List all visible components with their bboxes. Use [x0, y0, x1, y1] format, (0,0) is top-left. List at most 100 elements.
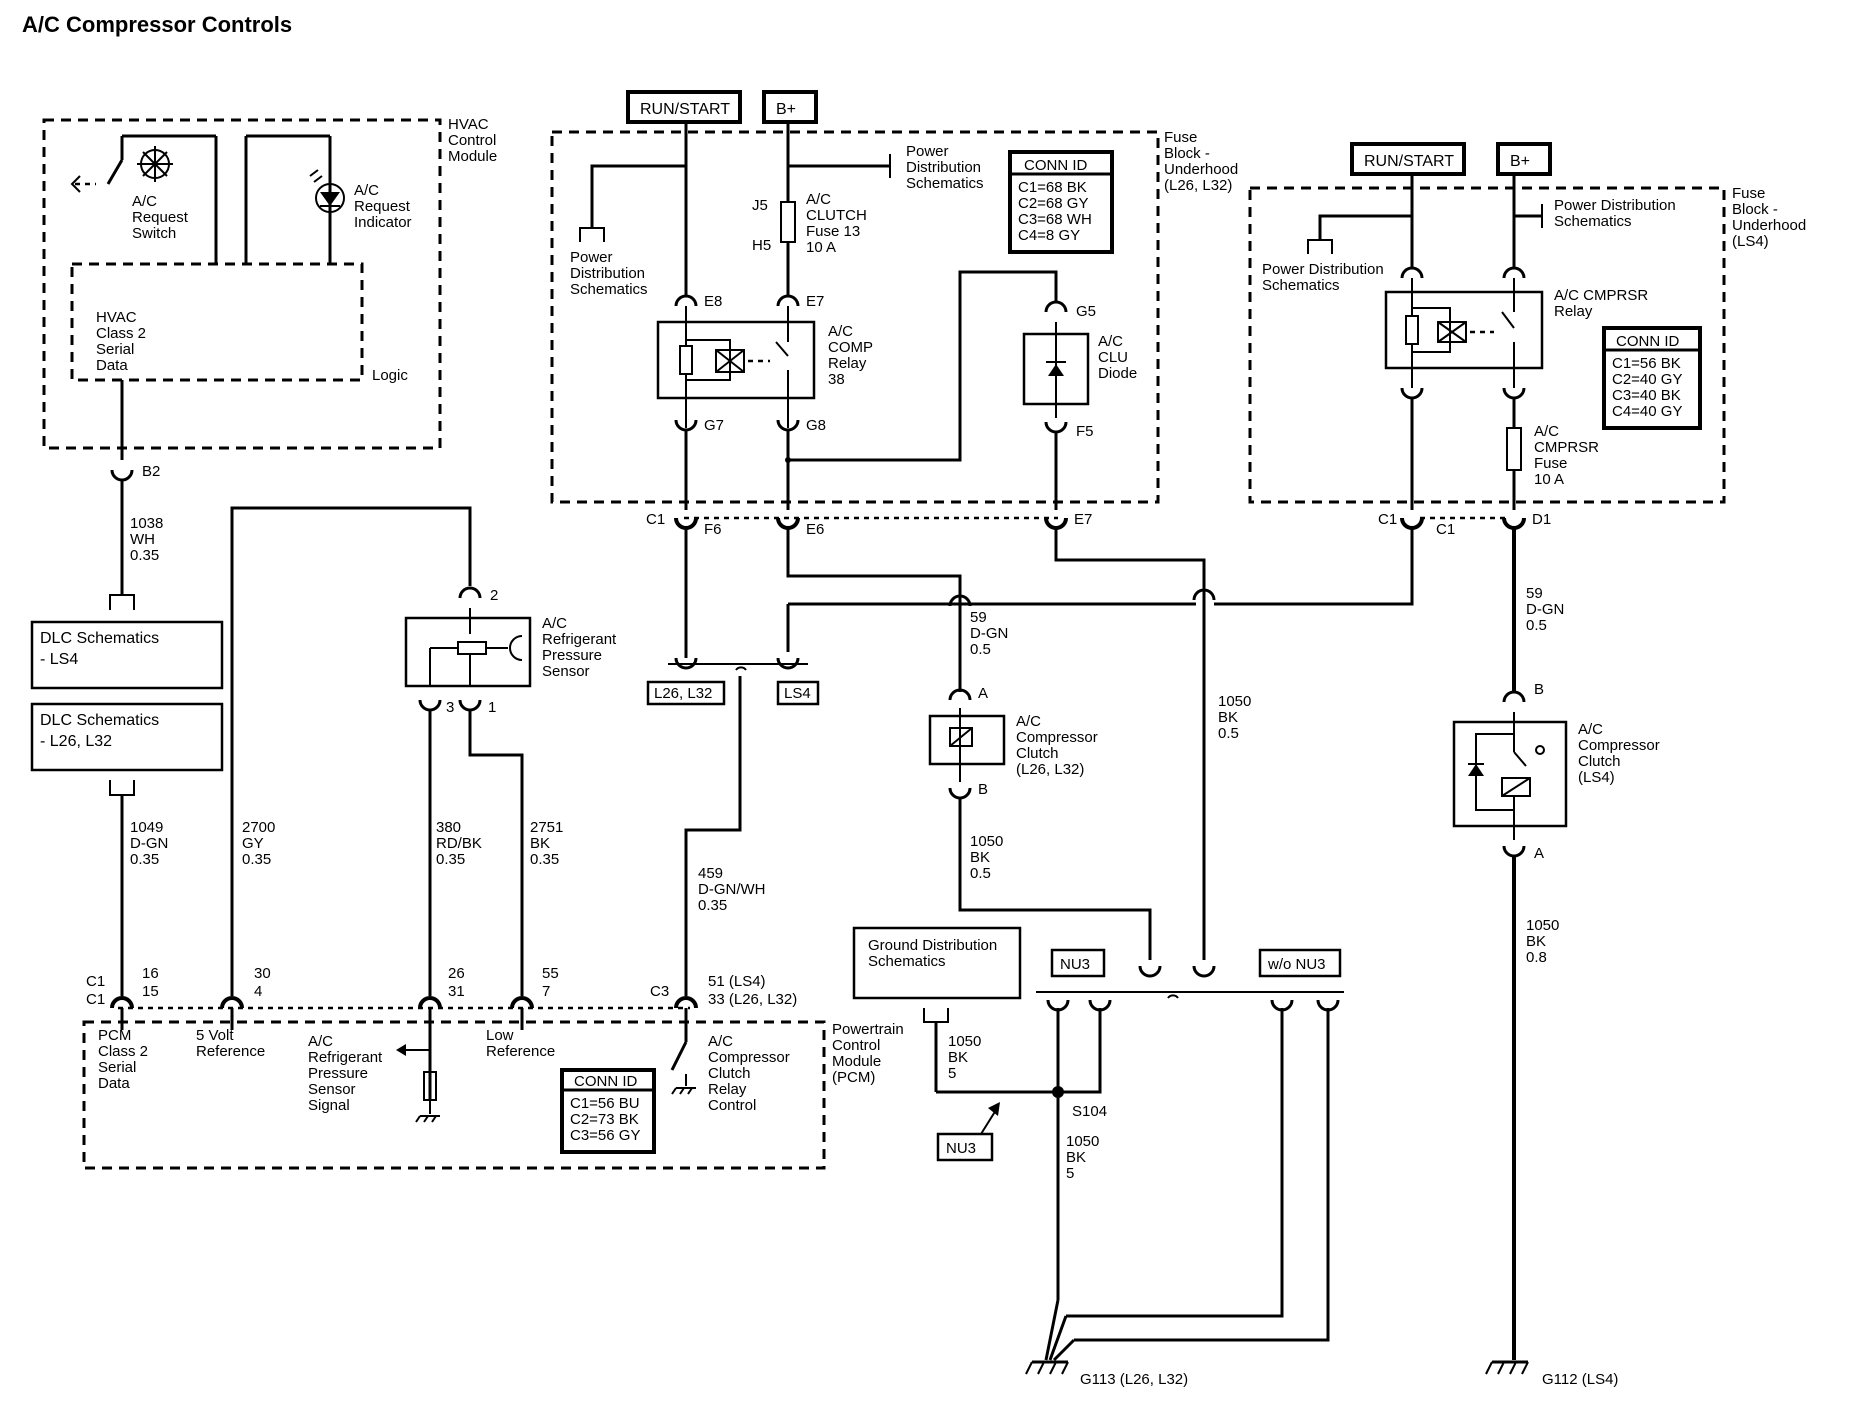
pcm-title-label: Powertrain Control Module (PCM): [832, 1021, 908, 1086]
bplus-text-left: B+: [776, 101, 796, 118]
pcm-pin-33: 33 (L26, L32): [708, 991, 797, 1008]
wire-459-label: 459 D-GN/WH 0.35: [698, 865, 770, 914]
pcm-pin-31: 31: [448, 983, 465, 1000]
ground-distribution-box[interactable]: [852, 926, 1022, 1000]
hvac-serial-label: HVAC Class 2 Serial Data: [96, 309, 150, 374]
bplus-box-left: [762, 90, 818, 124]
svg-text:CONN ID: CONN ID: [1616, 333, 1680, 350]
fuse-ls4-conn-id-box: [1602, 326, 1702, 430]
cmprsr-fuse-label: A/C CMPRSR Fuse 10 A: [1534, 423, 1603, 488]
svg-text:CONN ID: CONN ID: [574, 1073, 638, 1090]
pcm-pin-55: 55: [542, 965, 559, 982]
ac-clutch-fuse: [780, 201, 796, 243]
sensor-pin-1: 1: [488, 699, 496, 716]
fuse-block-ls4-outline: [1248, 186, 1726, 504]
option-wo-nu3-box: [1258, 948, 1342, 978]
svg-text:C1=56 BK: C1=56 BK: [1612, 355, 1681, 372]
lower-terminals-l26: [674, 517, 1068, 530]
dlc-ls4-box[interactable]: [30, 620, 224, 690]
pcm-pin-30: 30: [254, 965, 271, 982]
option-nu3-lower-box: [936, 1132, 994, 1162]
pcm-serial-label: PCM Class 2 Serial Data: [98, 1027, 152, 1092]
cmprsr-relay-box: [1384, 290, 1544, 370]
pcm-low-ref-label: Low Reference: [486, 1027, 555, 1060]
pin-e7: E7: [806, 293, 824, 310]
wire-1050-b-label: 1050 BK 0.5: [1218, 693, 1256, 742]
pin-h5: H5: [752, 237, 771, 254]
run-start-text-left: RUN/START: [640, 101, 730, 118]
svg-text:C1=68 BK: C1=68 BK: [1018, 179, 1087, 196]
pcm-signal-label: A/C Refrigerant Pressure Sensor Signal: [308, 1033, 386, 1114]
pcm-5v-ref-label: 5 Volt Reference: [196, 1027, 265, 1060]
svg-text:C3=68 WH: C3=68 WH: [1018, 211, 1092, 228]
option-ls4-label: LS4: [784, 685, 811, 702]
pds-left-ls4: Power Distribution Schematics: [1262, 261, 1388, 294]
hvac-module-outline: [42, 118, 442, 450]
bplus-box-right: [1496, 142, 1552, 176]
pin-j5: J5: [752, 197, 768, 214]
pin-e6: E6: [806, 521, 824, 538]
logic-label: Logic: [372, 367, 408, 384]
sensor-pin-2: 2: [490, 587, 498, 604]
pcm-c1: C1: [86, 973, 105, 990]
clutch-l26-label: A/C Compressor Clutch (L26, L32): [1016, 713, 1102, 778]
pcm-pin-15: 15: [142, 983, 159, 1000]
splice-s104-label: S104: [1072, 1103, 1107, 1120]
pcm-terminals: [110, 996, 698, 1009]
wire-1049-label: 1049 D-GN 0.35: [130, 819, 173, 868]
option-nu3-box: [1050, 948, 1106, 978]
wire-59-left-label: 59 D-GN 0.5: [970, 609, 1013, 658]
ground-g112-icon: [1484, 1360, 1530, 1376]
pin-e8: E8: [704, 293, 722, 310]
wire-2700-label: 2700 GY 0.35: [242, 819, 280, 868]
logic-box: [70, 262, 364, 382]
clutch-l26-pin-b: B: [978, 781, 988, 798]
wire-59-right-label: 59 D-GN 0.5: [1526, 585, 1569, 634]
pds-right-l26: Power Distribution Schematics: [906, 143, 985, 192]
option-wo-nu3-label: w/o NU3: [1267, 956, 1326, 973]
pcm-conn-id-box: [560, 1068, 656, 1154]
clutch-diode-label: A/C CLU Diode: [1098, 333, 1137, 382]
wire-380-label: 380 RD/BK 0.35: [436, 819, 486, 868]
hvac-module-label: HVAC Control Module: [448, 116, 501, 165]
pin-g7: G7: [704, 417, 724, 434]
pcm-relay-control-label: A/C Compressor Clutch Relay Control: [708, 1033, 794, 1114]
cmprsr-relay-label: A/C CMPRSR Relay: [1554, 287, 1652, 320]
ground-g113-label: G113 (L26, L32): [1080, 1371, 1188, 1388]
pin-g5: G5: [1076, 303, 1096, 320]
pcm-conn-id-text: CONN ID C1=56 BU C2=73 BK C3=56 GY: [570, 1073, 640, 1144]
ls4-pin-d1: D1: [1532, 511, 1551, 528]
option-nu3-label: NU3: [1060, 956, 1090, 973]
run-start-box-right: [1350, 142, 1466, 176]
svg-text:C4=8 GY: C4=8 GY: [1018, 227, 1080, 244]
svg-text:C3=56 GY: C3=56 GY: [570, 1127, 640, 1144]
dlc-l26-box[interactable]: [30, 702, 224, 772]
clutch-l26-pin-a: A: [978, 685, 988, 702]
dlc-l26-label: DLC Schematics - L26, L32: [40, 712, 164, 750]
pcm-c1b: C1: [86, 991, 105, 1008]
svg-text:C3=40 BK: C3=40 BK: [1612, 387, 1681, 404]
pin-c1-lower: C1: [646, 511, 665, 528]
pcm-pin-4: 4: [254, 983, 262, 1000]
ground-g113-icon: [1024, 1360, 1070, 1376]
pin-b2: B2: [142, 463, 160, 480]
svg-text:C4=40 GY: C4=40 GY: [1612, 403, 1682, 420]
wire-1050-c-label: 1050 BK 5: [948, 1033, 986, 1082]
bplus-text-right: B+: [1510, 153, 1530, 170]
cmprsr-fuse: [1506, 427, 1522, 471]
pcm-driver-switch: [670, 1041, 688, 1071]
wire-2751-label: 2751 BK 0.35: [530, 819, 568, 868]
fuse-block-l26-outline: [550, 130, 1160, 504]
ground-distribution-label: Ground Distribution Schematics: [868, 937, 1001, 970]
fuse-l26-conn-id-box: [1008, 150, 1114, 254]
snowflake-icon: [137, 146, 173, 182]
option-ls4-box: [776, 680, 820, 706]
fuse-block-ls4-label: Fuse Block - Underhood (LS4): [1732, 185, 1810, 250]
pcm-pin-26: 26: [448, 965, 465, 982]
pin-f5: F5: [1076, 423, 1094, 440]
option-l26-box: [646, 680, 726, 706]
ac-request-indicator-label: A/C Request Indicator: [354, 182, 414, 231]
pcm-c3: C3: [650, 983, 669, 1000]
pin-g8: G8: [806, 417, 826, 434]
